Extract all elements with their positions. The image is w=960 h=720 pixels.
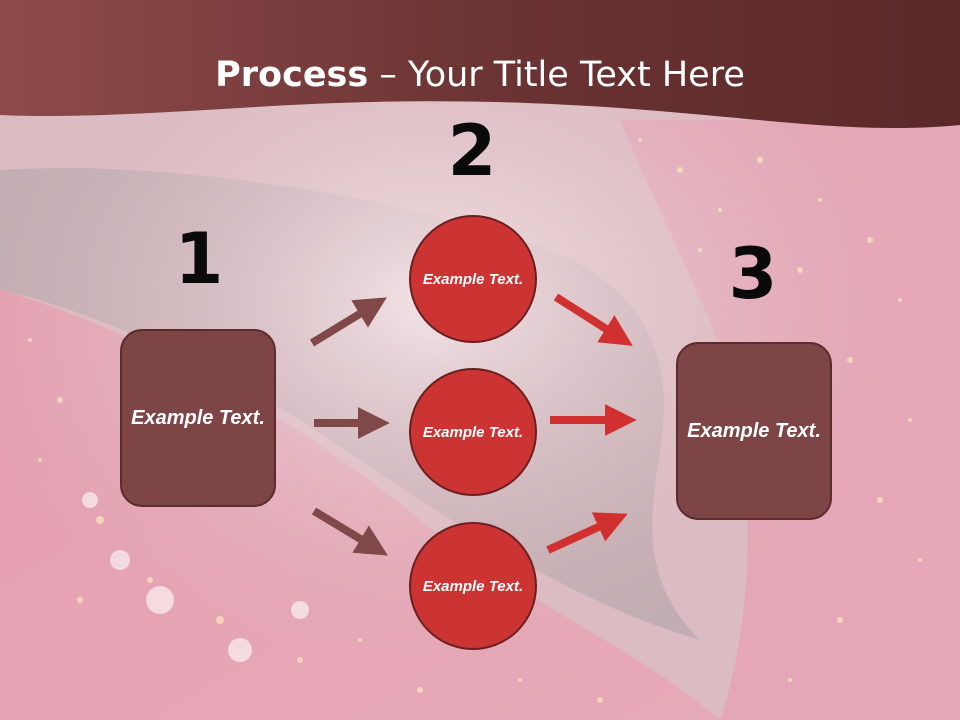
arrow-top-to-right [553,293,633,346]
arrow-left-to-bottom [311,507,388,556]
circle-top[interactable]: Example Text. [409,215,537,343]
circle-top-label: Example Text. [422,270,524,288]
slide-title: Process – Your Title Text Here [0,52,960,98]
arrow-left-to-top [309,297,387,347]
arrow-bottom-to-right [546,512,628,554]
left-box-label: Example Text. [131,406,265,429]
step-number-1: 1 [174,218,224,300]
step-number-3: 3 [728,233,778,315]
circle-bottom[interactable]: Example Text. [409,522,537,650]
title-rest: – Your Title Text Here [368,55,745,95]
right-box-label: Example Text. [687,419,821,442]
title-bold: Process [215,55,369,95]
right-box[interactable]: Example Text. [676,342,832,520]
left-box[interactable]: Example Text. [120,329,276,507]
step-number-2: 2 [447,110,497,192]
circle-middle-label: Example Text. [422,423,524,441]
circle-bottom-label: Example Text. [422,577,524,595]
circle-middle[interactable]: Example Text. [409,368,537,496]
